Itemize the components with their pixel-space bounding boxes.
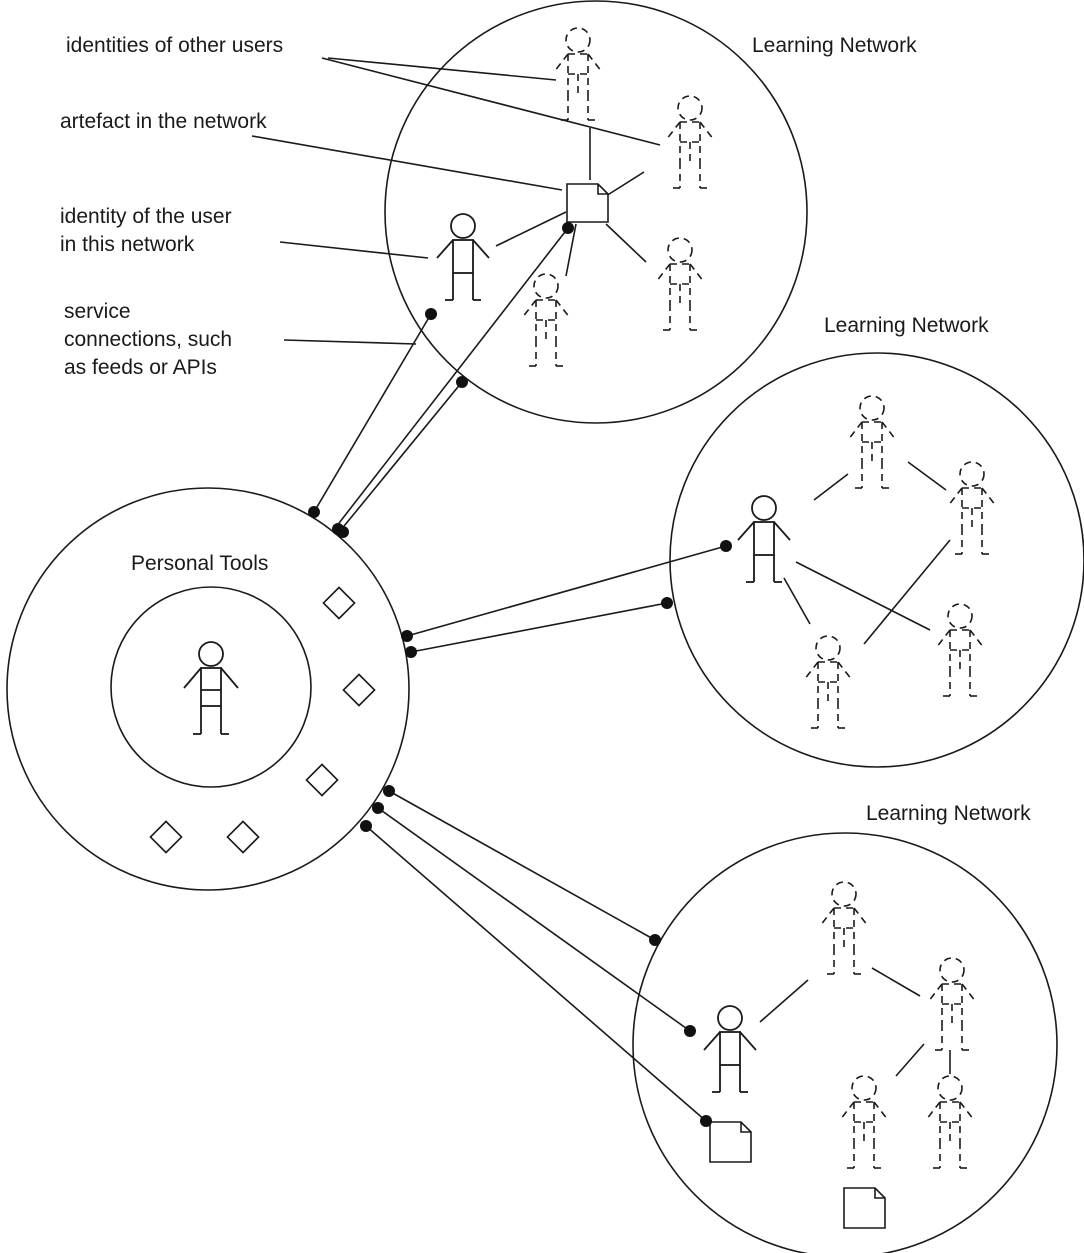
- connection-endpoint: [401, 630, 413, 642]
- connection-endpoint: [562, 222, 574, 234]
- connection-endpoint: [360, 820, 372, 832]
- user-identity-icon: [737, 495, 791, 583]
- other-user-icon: [925, 1075, 975, 1169]
- annotation-user-identity-line1: identity of the user: [60, 205, 232, 228]
- annotations: identities of other users artefact in th…: [60, 34, 661, 379]
- personal-user-icon: [183, 641, 239, 735]
- service-connection: [406, 545, 727, 637]
- tool-diamond-icon: [226, 820, 260, 854]
- service-connection: [388, 790, 656, 941]
- personal-tools: Personal Tools: [6, 487, 410, 891]
- other-user-icon: [803, 635, 853, 729]
- link: [783, 577, 811, 625]
- tool-diamond-icon: [149, 820, 183, 854]
- tool-diamond-icon: [305, 763, 339, 797]
- connection-endpoint: [405, 646, 417, 658]
- connection-endpoint: [720, 540, 732, 552]
- connection-endpoint: [661, 597, 673, 609]
- link: [495, 211, 567, 247]
- link: [895, 1043, 925, 1077]
- service-connection: [377, 807, 691, 1032]
- personal-core-boundary: [110, 586, 312, 788]
- service-connection: [313, 313, 432, 513]
- link: [907, 461, 947, 491]
- artefact-doc: [843, 1187, 886, 1229]
- link: [871, 967, 921, 997]
- personal-tools-label: Personal Tools: [131, 552, 268, 575]
- connection-endpoint: [684, 1025, 696, 1037]
- network-boundary-2: [669, 352, 1084, 768]
- other-user-icon: [819, 881, 869, 975]
- other-user-icon: [947, 461, 997, 555]
- annotation-user-identity-line2: in this network: [60, 233, 195, 256]
- artefact-doc: [709, 1121, 752, 1163]
- annotation-service-line3: as feeds or APIs: [64, 356, 217, 379]
- connection-endpoint: [308, 506, 320, 518]
- link: [795, 561, 931, 631]
- link: [759, 979, 809, 1023]
- other-user-icon: [655, 237, 705, 331]
- leader-line: [321, 57, 661, 146]
- other-user-icon: [839, 1075, 889, 1169]
- service-connections: [308, 222, 732, 1127]
- artefact-doc: [566, 183, 609, 223]
- service-connection: [335, 227, 569, 528]
- link: [605, 223, 647, 263]
- user-identity-icon: [703, 1005, 757, 1093]
- other-user-icon: [935, 603, 985, 697]
- link: [813, 473, 849, 501]
- link: [565, 223, 577, 277]
- network-boundary-1: [384, 0, 808, 424]
- connection-endpoint: [372, 802, 384, 814]
- leader-line: [327, 57, 557, 81]
- tool-diamond-icon: [342, 673, 376, 707]
- annotation-service-line2: connections, such: [64, 328, 232, 351]
- connection-endpoint: [700, 1115, 712, 1127]
- learning-network-bottom: Learning Network: [632, 802, 1058, 1253]
- link: [605, 171, 645, 197]
- service-connection: [339, 381, 463, 532]
- other-user-icon: [553, 27, 603, 121]
- leader-line: [283, 339, 417, 345]
- other-user-icon: [521, 273, 571, 367]
- service-connection: [410, 602, 668, 653]
- connection-endpoint: [383, 785, 395, 797]
- annotation-artefact: artefact in the network: [60, 110, 267, 133]
- other-user-icon: [927, 957, 977, 1051]
- connection-endpoint: [337, 526, 349, 538]
- link: [863, 539, 951, 645]
- personal-tools-boundary: [6, 487, 410, 891]
- other-user-icon: [847, 395, 897, 489]
- connection-endpoint: [456, 376, 468, 388]
- user-identity-icon: [436, 213, 490, 301]
- tool-diamond-icon: [322, 586, 356, 620]
- leader-line: [251, 135, 563, 191]
- connection-endpoint: [649, 934, 661, 946]
- network-boundary-3: [632, 832, 1058, 1253]
- leader-line: [279, 241, 429, 259]
- other-user-icon: [665, 95, 715, 189]
- learning-network-top: Learning Network: [384, 0, 917, 424]
- learning-network-middle: Learning Network: [669, 314, 1084, 768]
- network-label-3: Learning Network: [866, 802, 1031, 825]
- service-connection: [365, 825, 707, 1122]
- annotation-other-identities: identities of other users: [66, 34, 283, 57]
- network-label-2: Learning Network: [824, 314, 989, 337]
- connection-endpoint: [425, 308, 437, 320]
- network-label-1: Learning Network: [752, 34, 917, 57]
- annotation-service-line1: service: [64, 300, 131, 323]
